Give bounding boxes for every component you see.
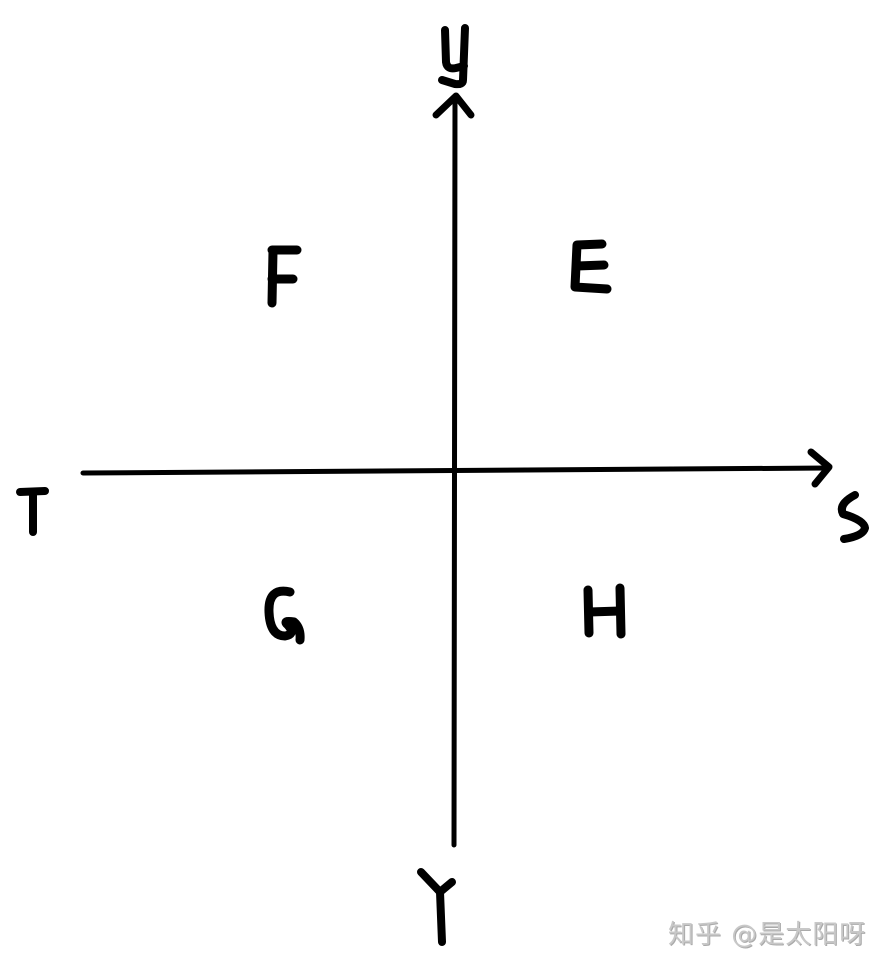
- label-t: [16, 487, 49, 536]
- up-arrow-icon: [432, 92, 475, 119]
- horizontal-axis: [80, 465, 831, 476]
- label-g: [264, 586, 305, 645]
- watermark: 知乎 @是太阳呀: [668, 920, 867, 950]
- label-y-bottom: [417, 868, 456, 946]
- label-e: [570, 239, 612, 294]
- label-f: [267, 245, 302, 308]
- label-s: [837, 491, 869, 543]
- label-h: [583, 583, 626, 639]
- right-arrow-icon: [807, 448, 833, 488]
- label-y-top: [438, 24, 469, 89]
